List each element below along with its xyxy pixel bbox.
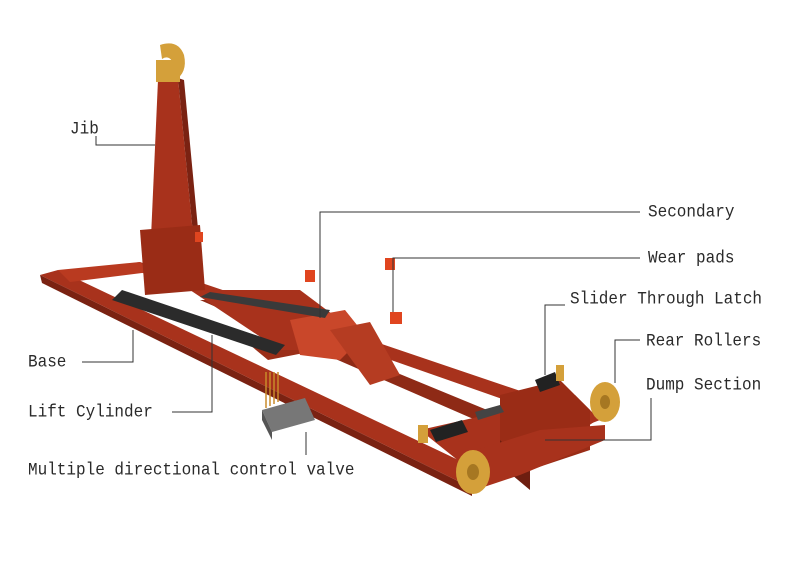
label-rear-rollers: Rear Rollers <box>646 331 762 351</box>
leader-jib <box>95 136 155 146</box>
control-valve <box>262 372 315 440</box>
leader-slider-latch <box>544 304 565 375</box>
leader-wear-pads <box>392 257 640 312</box>
label-base: Base <box>28 352 67 372</box>
leader-base <box>82 330 134 363</box>
label-dump-section: Dump Section <box>646 375 762 395</box>
dump-section <box>460 380 605 490</box>
wear-pads <box>195 232 402 324</box>
secondary <box>190 290 400 385</box>
jib <box>140 43 205 295</box>
label-jib: Jib <box>70 119 99 139</box>
leader-rear-rollers <box>614 339 640 383</box>
lift-cylinder <box>112 290 330 355</box>
leader-lines <box>82 136 652 455</box>
label-lift-cylinder: Lift Cylinder <box>28 402 153 422</box>
leader-dump-section <box>545 398 652 441</box>
leader-secondary <box>319 211 640 318</box>
label-wear-pads: Wear pads <box>648 248 735 268</box>
leader-lift-cylinder <box>172 335 213 413</box>
rear-rollers <box>456 382 620 494</box>
label-slider-through-latch: Slider Through Latch <box>570 289 763 309</box>
label-control-valve: Multiple directional control valve <box>28 460 355 480</box>
label-secondary: Secondary <box>648 202 735 222</box>
slider-through-latch <box>418 365 564 443</box>
